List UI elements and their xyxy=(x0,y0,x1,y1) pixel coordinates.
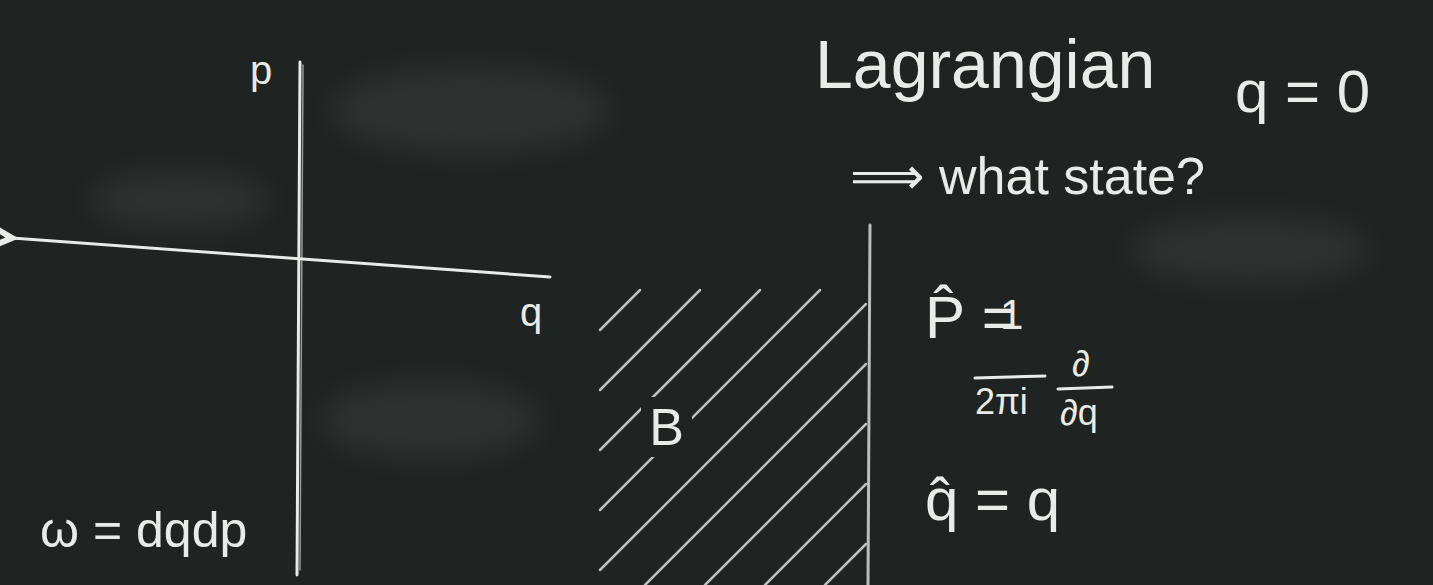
operator-equation: q̂ = q xyxy=(925,470,1060,530)
hatched-region xyxy=(600,225,870,585)
axis-label: p xyxy=(250,50,272,90)
hatched-region-box: B xyxy=(600,268,866,585)
region-label: B xyxy=(641,397,692,457)
question: ⟹ what state? xyxy=(850,150,1205,202)
p-axis xyxy=(297,62,300,575)
denominator: ∂q xyxy=(1060,395,1098,431)
axis-label: q xyxy=(520,292,542,332)
denominator: 2πi xyxy=(975,384,1028,420)
fraction-bar xyxy=(1058,387,1112,389)
condition: q = 0 xyxy=(1235,62,1370,122)
numerator: ∂ xyxy=(1072,346,1090,382)
heading-word: Lagrangian xyxy=(815,30,1155,98)
p-axis-stroke xyxy=(300,65,303,570)
erased-chalk xyxy=(90,65,1370,460)
fraction-bar xyxy=(975,376,1045,378)
symplectic-form: ω = dqdp xyxy=(40,505,247,555)
region-edge xyxy=(868,225,870,585)
q-axis xyxy=(12,238,550,277)
numerator: 1 xyxy=(1000,294,1023,336)
axes xyxy=(12,62,550,575)
